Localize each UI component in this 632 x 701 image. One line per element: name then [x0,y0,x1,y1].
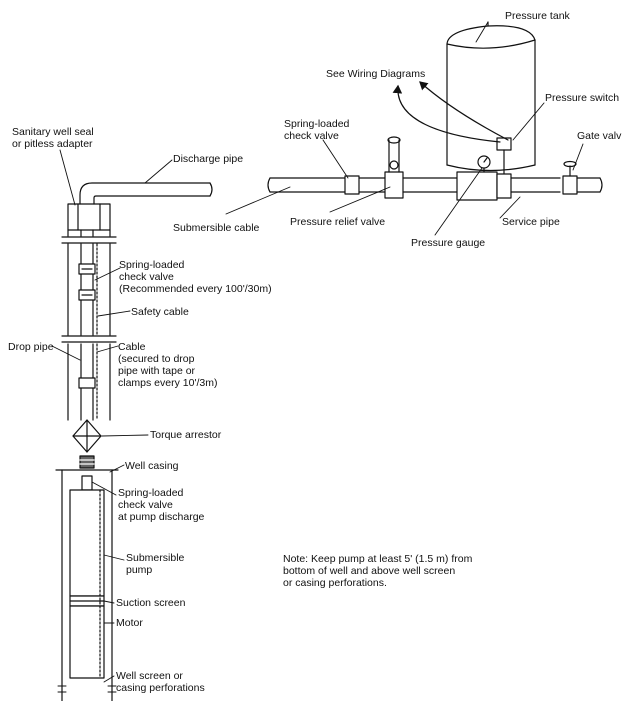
well-screen [57,685,117,693]
label-spring-check-pump: Spring-loaded check valve at pump discha… [118,487,205,523]
label-well-screen: Well screen or casing perforations [116,670,205,694]
label-pressure-relief-valve: Pressure relief valve [290,216,386,228]
label-service-pipe: Service pipe [502,216,560,228]
label-discharge-pipe: Discharge pipe [173,153,244,165]
label-safety-cable: Safety cable [131,306,189,318]
label-well-casing: Well casing [125,460,179,472]
label-sanitary-seal: Sanitary well seal or pitless adapter [12,126,94,150]
well-casing-upper [61,229,117,421]
label-submersible-cable: Submersible cable [173,222,260,234]
well-head [67,182,213,231]
label-pressure-gauge: Pressure gauge [411,237,486,249]
torque-arrestor [72,419,102,453]
drop-pipe [78,229,98,421]
service-pipe-run [267,136,603,201]
installation-note: Note: Keep pump at least 5' (1.5 m) from… [283,553,473,589]
label-spring-check-top: Spring-loaded check valve [284,118,350,142]
label-motor: Motor [116,617,143,629]
label-see-wiring-diagrams: See Wiring Diagrams [326,68,426,80]
submersible-pump [69,475,105,679]
pressure-tank [446,21,536,172]
label-torque-arrestor: Torque arrestor [150,429,222,441]
label-submersible-pump: Submersible pump [126,552,185,576]
well-casing-lower [55,469,119,701]
label-spring-check-mid: Spring-loaded check valve (Recommended e… [119,259,272,295]
label-drop-pipe: Drop pipe [8,341,54,353]
label-pressure-tank: Pressure tank [505,10,570,22]
label-suction-screen: Suction screen [116,597,186,609]
label-cable: Cable (secured to drop pipe with tape or… [118,341,218,389]
pump-coupling [79,455,95,469]
leader-lines [51,21,584,683]
label-gate-valve: Gate valv [577,130,622,142]
label-pressure-switch: Pressure switch [545,92,620,104]
wiring-arrows [392,81,509,143]
